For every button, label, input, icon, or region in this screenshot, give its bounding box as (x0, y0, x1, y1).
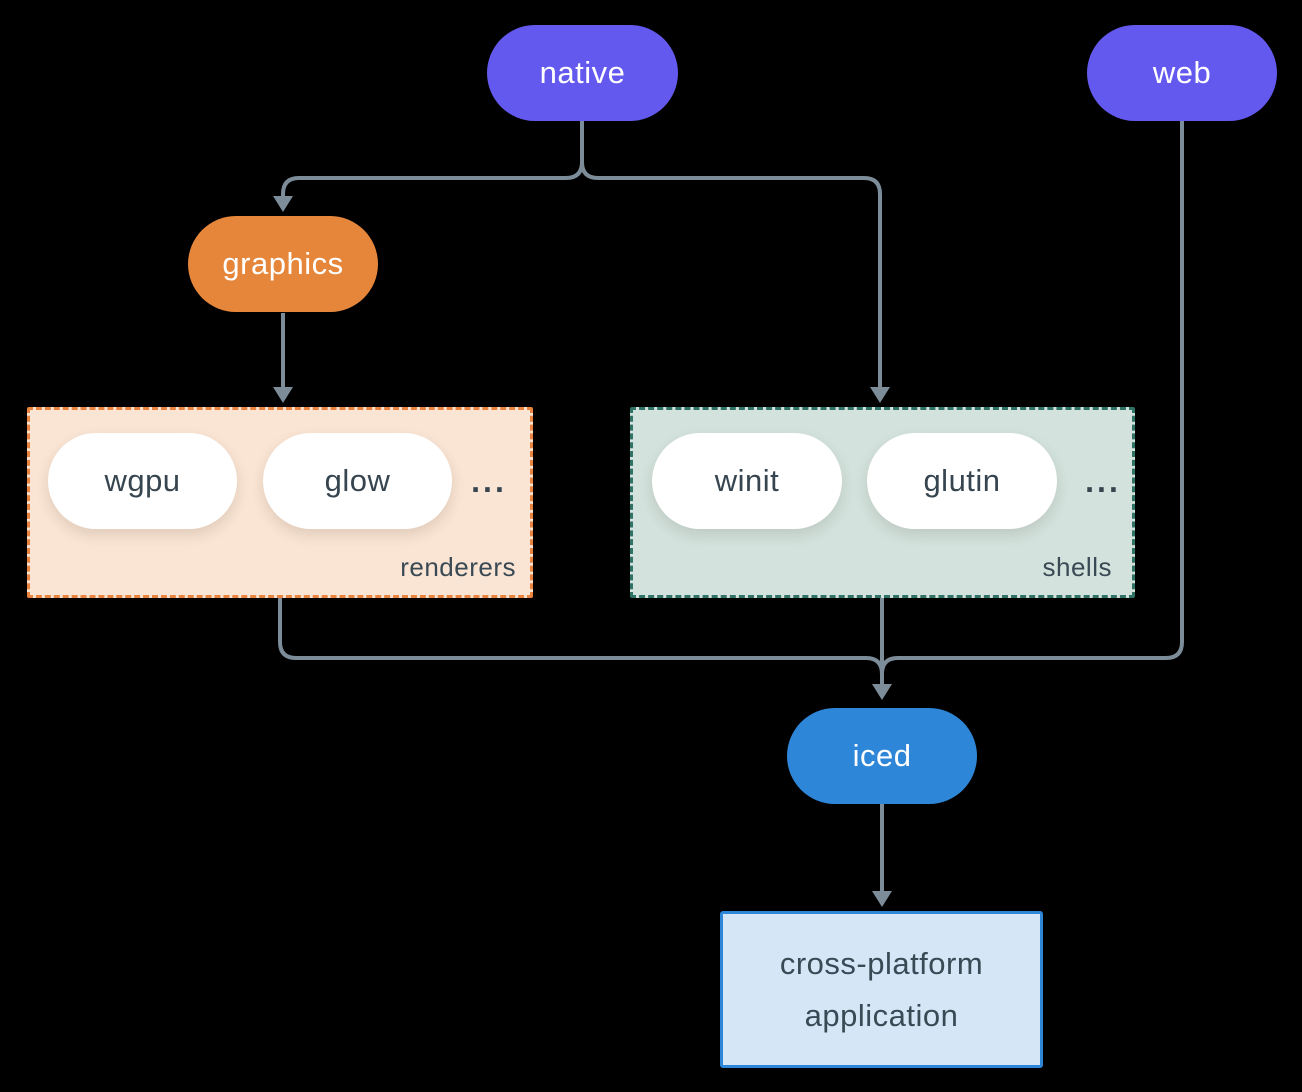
application-label-line2: application (804, 997, 959, 1033)
group-shells: winit glutin ... shells (630, 407, 1135, 598)
group-renderers: wgpu glow ... renderers (27, 407, 533, 598)
node-iced: iced (787, 708, 977, 804)
edge-native-graphics (281, 121, 584, 196)
application-label-line1: cross-platform (779, 946, 984, 982)
edge-renderers-iced (278, 598, 884, 676)
shells-ellipsis: ... (1085, 462, 1121, 499)
renderers-ellipsis: ... (471, 462, 507, 499)
renderers-label: renderers (400, 552, 516, 582)
node-cross-platform-application: cross-platform application (720, 911, 1043, 1068)
node-glow: glow (263, 433, 452, 529)
node-web: web (1087, 25, 1277, 121)
arrowhead-into-application (872, 891, 892, 907)
arrowhead-into-iced (872, 684, 892, 700)
node-wgpu: wgpu (48, 433, 237, 529)
node-glutin: glutin (867, 433, 1057, 529)
shells-label: shells (1042, 552, 1112, 582)
node-graphics: graphics (188, 216, 378, 312)
edge-native-shells (580, 121, 882, 387)
node-native: native (487, 25, 678, 121)
node-winit: winit (652, 433, 842, 529)
arrowhead-into-shells (870, 387, 890, 403)
arrowhead-into-renderers (273, 387, 293, 403)
arrowhead-into-graphics (273, 196, 293, 212)
